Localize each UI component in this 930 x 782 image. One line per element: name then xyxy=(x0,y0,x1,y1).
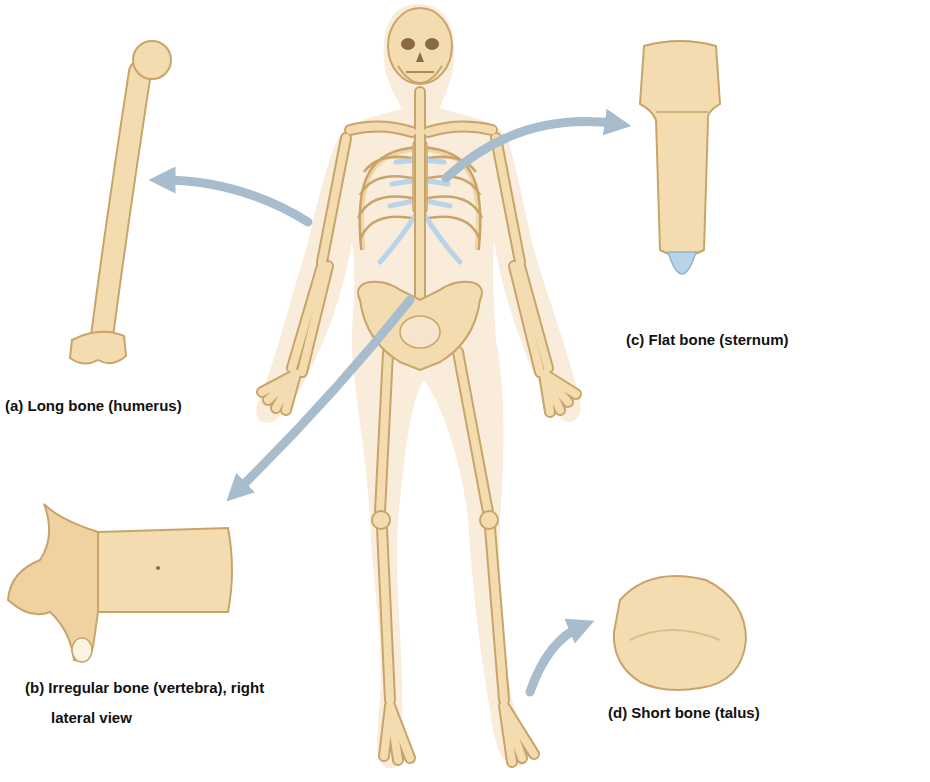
bone-label: (a) Long bone (humerus) xyxy=(5,396,265,416)
bone-label: (d) Short bone (talus) xyxy=(608,703,868,723)
bone-label: (b) Irregular bone (vertebra), right lat… xyxy=(25,673,301,733)
bone-label: (c) Flat bone (sternum) xyxy=(626,330,886,350)
